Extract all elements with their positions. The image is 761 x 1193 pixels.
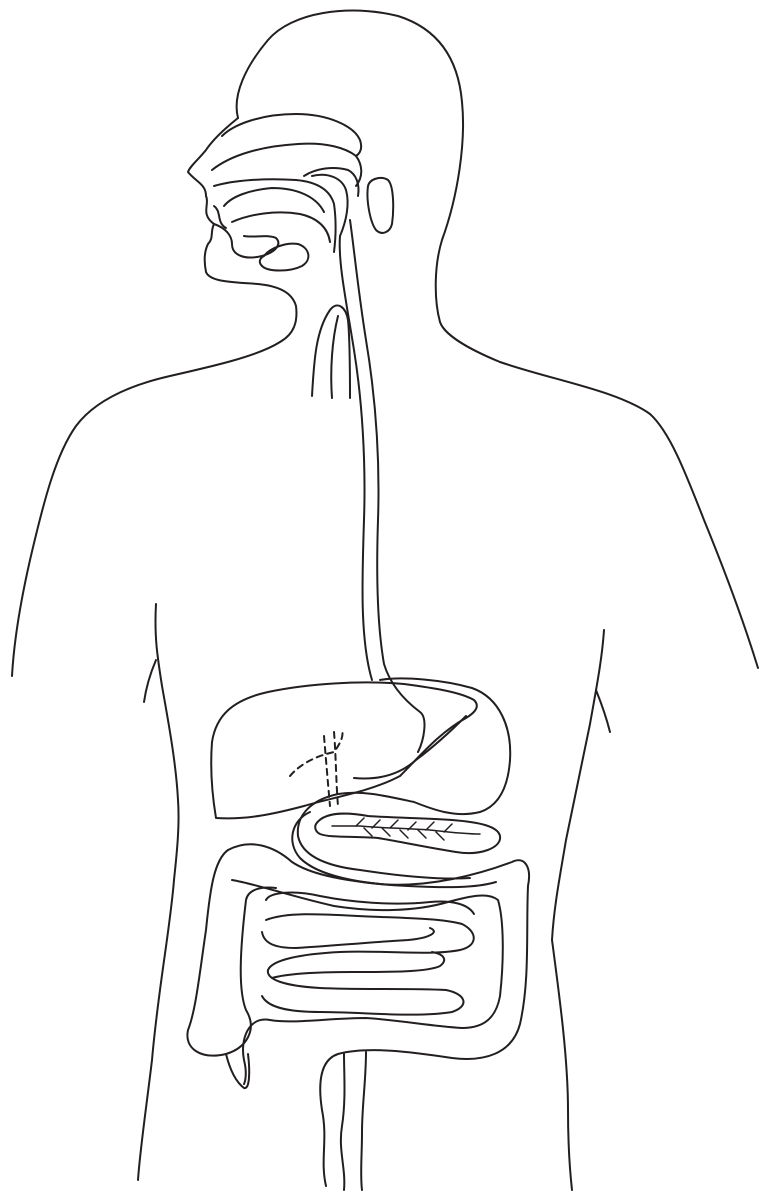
torso-outline (12, 342, 758, 1190)
pancreas (315, 814, 500, 853)
trachea (312, 305, 350, 398)
tongue (232, 212, 330, 270)
nasal-cavity (212, 114, 361, 196)
stomach (298, 678, 510, 878)
rectum (226, 1052, 366, 1190)
large-intestine (187, 844, 529, 1186)
liver (211, 682, 477, 818)
oral-cavity (214, 179, 336, 257)
salivary-gland (367, 178, 393, 233)
esophagus (340, 220, 425, 752)
small-intestine (262, 893, 474, 1015)
pharynx (312, 175, 348, 236)
